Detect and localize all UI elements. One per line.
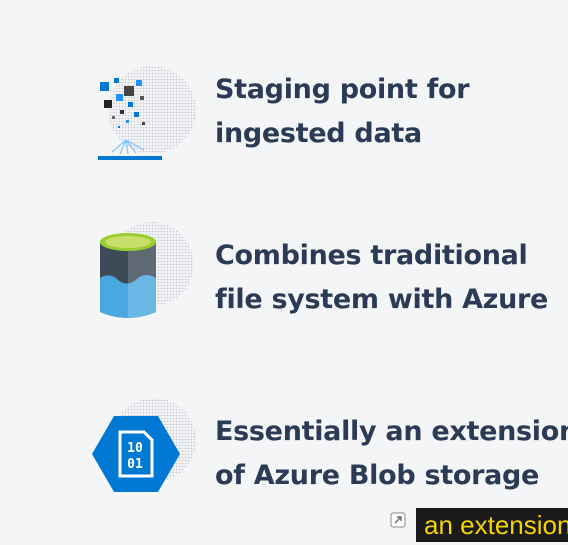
caption-bar: an extension (416, 508, 568, 542)
feature-line: of Azure Blob storage (215, 460, 540, 491)
feature-line: Staging point for (215, 74, 470, 105)
feature-text: Staging point for ingested data (215, 68, 470, 156)
feature-text: Combines traditional file system with Az… (215, 234, 548, 322)
blob-storage-hexagon-icon: 10 01 (92, 398, 196, 492)
feature-file-system: Combines traditional file system with Az… (0, 218, 568, 338)
expand-icon[interactable] (390, 512, 406, 528)
feature-line: Combines traditional (215, 240, 528, 271)
feature-line: Essentially an extension (215, 416, 568, 447)
feature-blob-storage: 10 01 Essentially an extension of Azure … (0, 396, 568, 516)
feature-text: Essentially an extension of Azure Blob s… (215, 410, 568, 498)
feature-staging: Staging point for ingested data (0, 60, 568, 180)
feature-line: ingested data (215, 118, 422, 149)
data-staging-icon (98, 66, 196, 160)
binary-text: 10 (127, 441, 143, 456)
binary-text: 01 (127, 457, 143, 472)
feature-line: file system with Azure (215, 284, 549, 315)
file-system-cylinder-icon (100, 222, 194, 319)
caption-text: an extension (424, 510, 568, 540)
